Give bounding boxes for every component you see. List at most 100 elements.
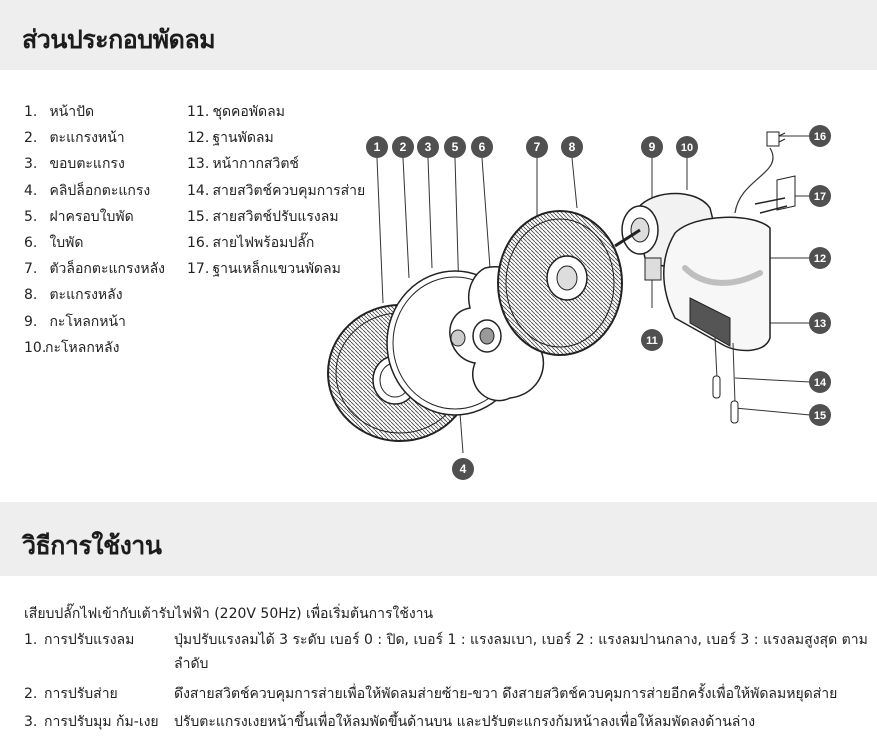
callout-label: 14: [814, 377, 827, 389]
part-number: 7.: [24, 261, 38, 278]
part-label: ชุดคอพัดลม: [212, 104, 285, 120]
part-item: 17. ฐานเหล็กแขวนพัดลม: [187, 258, 365, 284]
rear-grill: [497, 210, 623, 356]
part-number: 10.: [24, 339, 47, 356]
usage-steps: 1. การปรับแรงลม ปุ่มปรับแรงลมได้ 3 ระดับ…: [24, 628, 869, 736]
part-item: 1. หน้าปัด: [24, 101, 165, 127]
callout-7: 7: [526, 136, 548, 158]
part-item: 12. ฐานพัดลม: [187, 127, 365, 153]
part-number: 15.: [187, 208, 210, 225]
fan-exploded-diagram: 1 2 3 5 6 7 8 9 10 4 11 12 13 14 15 16 1…: [327, 125, 831, 480]
parts-list-left: 1. หน้าปัด 2. ตะแกรงหน้า 3. ขอบตะแกรง 4.…: [24, 101, 165, 363]
callout-label: 7: [534, 140, 541, 154]
usage-intro: เสียบปลั๊กไฟเข้ากับเต้ารับไฟฟ้า (220V 50…: [24, 606, 434, 622]
part-label: ฐานพัดลม: [212, 130, 274, 147]
part-item: 7. ตัวล็อกตะแกรงหลัง: [24, 258, 165, 284]
pull-cords: [712, 337, 739, 424]
part-label: คลิปล็อกตะแกรง: [49, 182, 151, 199]
callout-16: 16: [809, 125, 831, 147]
callout-label: 17: [814, 191, 826, 203]
section-header-usage: วิธีการใช้งาน: [0, 502, 877, 576]
callout-label: 4: [460, 462, 467, 476]
part-label: ตัวล็อกตะแกรงหลัง: [49, 261, 165, 278]
callout-label: 13: [814, 318, 826, 330]
part-number: 6.: [24, 234, 38, 251]
usage-step: 3. การปรับมุม ก้ม-เงย ปรับตะแกรงเงยหน้าข…: [24, 710, 869, 736]
callout-label: 10: [681, 142, 693, 154]
part-label: ตะแกรงหน้า: [49, 130, 125, 147]
step-number: 1.: [24, 632, 38, 648]
part-number: 12.: [187, 130, 210, 147]
part-number: 3.: [24, 156, 38, 173]
part-label: ขอบตะแกรง: [49, 156, 125, 173]
part-number: 13.: [187, 156, 210, 173]
callout-label: 16: [814, 131, 826, 143]
callout-label: 3: [425, 140, 432, 154]
callout-6: 6: [471, 136, 493, 158]
part-number: 4.: [24, 182, 38, 199]
step-number: 3.: [24, 714, 38, 730]
callout-3: 3: [417, 136, 439, 158]
spinner-cap: [450, 329, 466, 347]
callout-label: 12: [814, 253, 826, 265]
part-number: 2.: [24, 130, 38, 147]
usage-step: 1. การปรับแรงลม ปุ่มปรับแรงลมได้ 3 ระดับ…: [24, 628, 869, 682]
part-item: 6. ใบพัด: [24, 232, 165, 258]
part-label: ตะแกรงหลัง: [49, 287, 123, 304]
step-number: 2.: [24, 686, 38, 702]
part-label: กะโหลกหน้า: [49, 313, 126, 330]
part-number: 1.: [24, 104, 38, 120]
part-number: 17.: [187, 261, 210, 278]
part-item: 15. สายสวิตช์ปรับแรงลม: [187, 206, 365, 232]
part-label: ฝาครอบใบพัด: [49, 208, 134, 225]
parts-list-right: 11. ชุดคอพัดลม 12. ฐานพัดลม 13. หน้ากากส…: [187, 101, 365, 284]
callout-label: 6: [479, 140, 486, 154]
part-label: สายสวิตช์ปรับแรงลม: [212, 208, 339, 225]
fan-neck: [644, 257, 662, 281]
callout-13: 13: [809, 312, 831, 334]
part-label: กะโหลกหลัง: [45, 339, 120, 356]
part-item: 10.กะโหลกหลัง: [24, 337, 165, 363]
callout-4: 4: [452, 458, 474, 480]
power-cord: [734, 131, 786, 214]
part-item: 5. ฝาครอบใบพัด: [24, 206, 165, 232]
callout-label: 8: [569, 140, 576, 154]
callout-2: 2: [392, 136, 414, 158]
part-label: หน้าปัด: [49, 104, 95, 120]
part-label: หน้ากากสวิตช์: [212, 156, 299, 173]
step-title: การปรับส่าย: [44, 686, 118, 702]
hanging-bracket: [754, 175, 796, 214]
wall-base: [663, 216, 771, 352]
callout-11: 11: [641, 329, 663, 351]
part-number: 16.: [187, 234, 210, 251]
callout-9: 9: [641, 136, 663, 158]
callout-8: 8: [561, 136, 583, 158]
section-title-usage: วิธีการใช้งาน: [22, 531, 162, 560]
callout-14: 14: [809, 371, 831, 393]
part-label: สายสวิตช์ควบคุมการส่าย: [212, 182, 366, 199]
part-item: 9. กะโหลกหน้า: [24, 311, 165, 337]
callout-12: 12: [809, 247, 831, 269]
callout-label: 2: [400, 140, 407, 154]
part-label: ฐานเหล็กแขวนพัดลม: [212, 261, 341, 278]
callout-label: 5: [452, 140, 459, 154]
part-label: สายไฟพร้อมปลั๊ก: [212, 234, 315, 251]
part-item: 13. หน้ากากสวิตช์: [187, 153, 365, 179]
part-item: 11. ชุดคอพัดลม: [187, 101, 365, 127]
callout-1: 1: [366, 136, 388, 158]
callout-label: 15: [814, 410, 826, 422]
callout-15: 15: [809, 404, 831, 426]
callout-label: 1: [374, 140, 381, 154]
step-description: ปรับตะแกรงเงยหน้าขึ้นเพื่อให้ลมพัดขึ้นด้…: [174, 714, 756, 730]
callout-17: 17: [809, 185, 831, 207]
part-number: 9.: [24, 313, 38, 330]
part-item: 2. ตะแกรงหน้า: [24, 127, 165, 153]
callout-10: 10: [676, 136, 698, 158]
part-number: 8.: [24, 287, 38, 304]
step-title: การปรับแรงลม: [44, 632, 135, 648]
step-description: ปุ่มปรับแรงลมได้ 3 ระดับ เบอร์ 0 : ปิด, …: [174, 632, 868, 672]
part-number: 14.: [187, 182, 210, 199]
part-item: 14. สายสวิตช์ควบคุมการส่าย: [187, 180, 365, 206]
part-label: ใบพัด: [49, 234, 84, 251]
callout-label: 9: [649, 140, 656, 154]
